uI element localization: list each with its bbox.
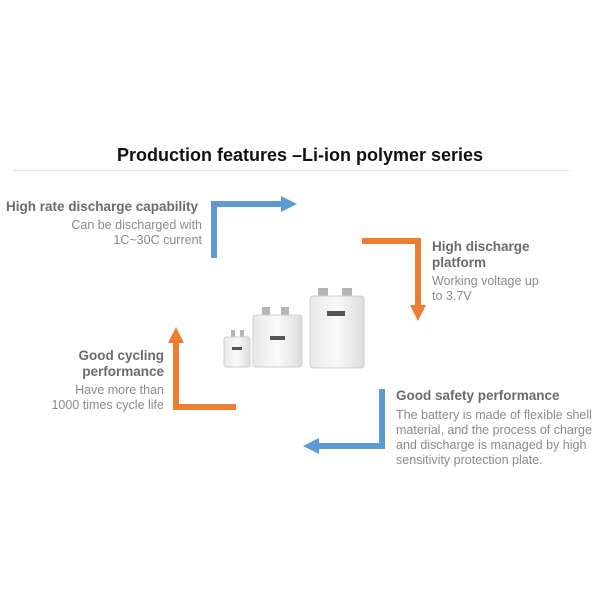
battery-cell-medium [252, 307, 303, 368]
arrow-safety-head [303, 438, 319, 454]
feature-heading: High rate discharge capability [6, 199, 199, 214]
feature-heading-line: platform [432, 255, 486, 270]
battery-cell-large [309, 288, 365, 369]
feature-text-line: sensitivity protection plate. [396, 453, 543, 467]
arrow-cycling-head [168, 327, 184, 343]
feature-heading-line: High discharge [432, 239, 530, 254]
feature-high-rate-discharge: High rate discharge capability Can be di… [6, 199, 202, 248]
feature-heading-line: Good cycling [78, 348, 164, 363]
feature-good-safety: Good safety performance The battery is m… [396, 388, 600, 468]
arrow-high-rate-head [281, 196, 297, 212]
feature-good-cycling: Good cycling performance Have more than … [30, 348, 164, 413]
feature-heading: Good cycling performance [30, 348, 164, 380]
feature-text-line: 1C~30C current [113, 233, 202, 247]
arrow-high-platform [362, 238, 421, 306]
feature-text-line: and discharge is managed by high [396, 438, 587, 452]
feature-heading: Good safety performance [396, 388, 560, 403]
feature-heading: High discharge platform [432, 239, 592, 271]
arrow-cycling [173, 342, 236, 410]
battery-cell-small [223, 330, 251, 368]
feature-text-line: Working voltage up [432, 274, 539, 288]
feature-high-discharge-platform: High discharge platform Working voltage … [432, 239, 592, 304]
arrow-safety [318, 389, 385, 449]
page-title: Production features –Li-ion polymer seri… [116, 145, 484, 165]
feature-text-line: 1000 times cycle life [51, 398, 164, 412]
feature-text-line: The battery is made of flexible shell [396, 408, 592, 422]
feature-text-line: material, and the process of charge [396, 423, 592, 437]
feature-text-line: to 3.7V [432, 289, 472, 303]
feature-heading-line: performance [82, 364, 164, 379]
feature-text-line: Can be discharged with [71, 218, 202, 232]
arrow-high-platform-head [410, 305, 426, 321]
feature-text-line: Have more than [75, 383, 164, 397]
arrow-high-rate [211, 201, 282, 258]
title-divider [14, 170, 570, 171]
